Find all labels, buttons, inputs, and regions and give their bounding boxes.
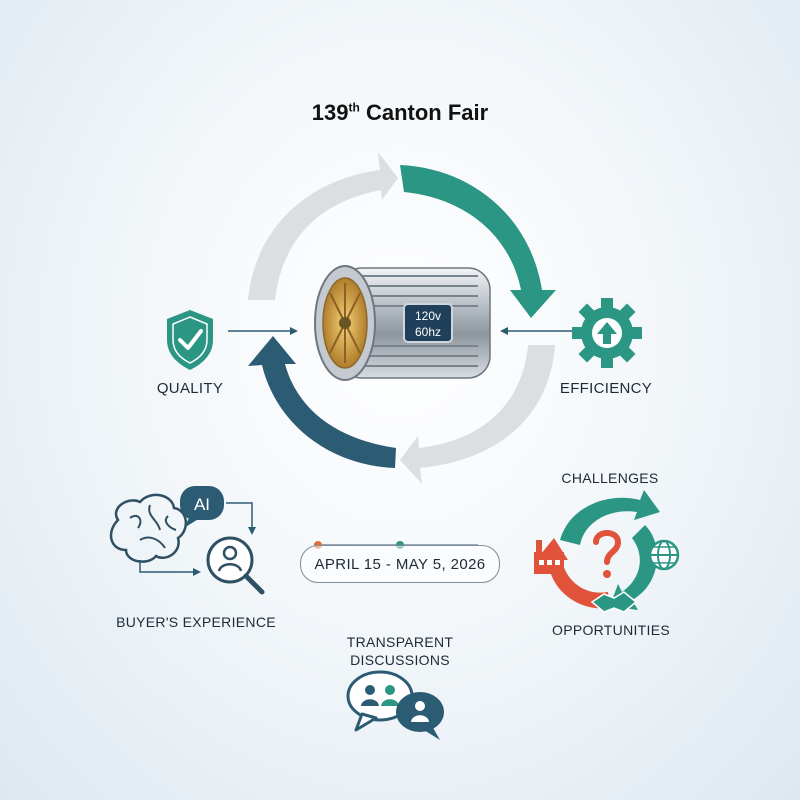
shield-check-icon: [167, 310, 213, 370]
cycle-arrows: [248, 152, 556, 484]
flow-connector-lines: [139, 502, 256, 576]
handshake-icon: [590, 591, 638, 613]
electric-motor-image: [314, 265, 491, 381]
transparent-label: TRANSPARENT: [346, 634, 454, 650]
cycle-arrow-top-left: [248, 152, 398, 300]
cycle-arrow-top-right: [400, 165, 556, 318]
motor-frequency-label: 60hz: [415, 325, 441, 339]
quality-label: QUALITY: [156, 380, 224, 397]
globe-icon: [648, 539, 680, 571]
discussions-label: DISCUSSIONS: [350, 652, 450, 668]
cycle-arrow-bottom-left: [248, 336, 396, 468]
cycle-arrow-bottom-right: [400, 345, 555, 484]
ai-speech-bubble-icon: [180, 486, 224, 528]
connector-left: [228, 327, 298, 335]
date-range-text: APRIL 15 - MAY 5, 2026: [314, 555, 486, 573]
search-person-icon: [206, 536, 265, 595]
opportunities-label: OPPORTUNITIES: [552, 622, 670, 638]
buyers-experience-label: BUYER'S EXPERIENCE: [116, 614, 276, 630]
gear-upload-icon: [572, 298, 642, 368]
factory-icon: [534, 540, 564, 574]
efficiency-label: EFFICIENCY: [559, 380, 653, 397]
ai-bubble-label: AI: [194, 495, 210, 514]
challenges-opportunities-cycle: [536, 490, 660, 610]
brain-icon: [109, 493, 187, 563]
connector-right: [500, 327, 574, 335]
challenges-label: CHALLENGES: [561, 470, 659, 486]
date-range-pill: APRIL 15 - MAY 5, 2026: [300, 545, 500, 583]
motor-voltage-label: 120v: [415, 309, 441, 323]
question-mark-icon: [593, 530, 622, 578]
chat-people-icon: [346, 670, 444, 740]
page-title: 139th Canton Fair: [311, 100, 489, 125]
